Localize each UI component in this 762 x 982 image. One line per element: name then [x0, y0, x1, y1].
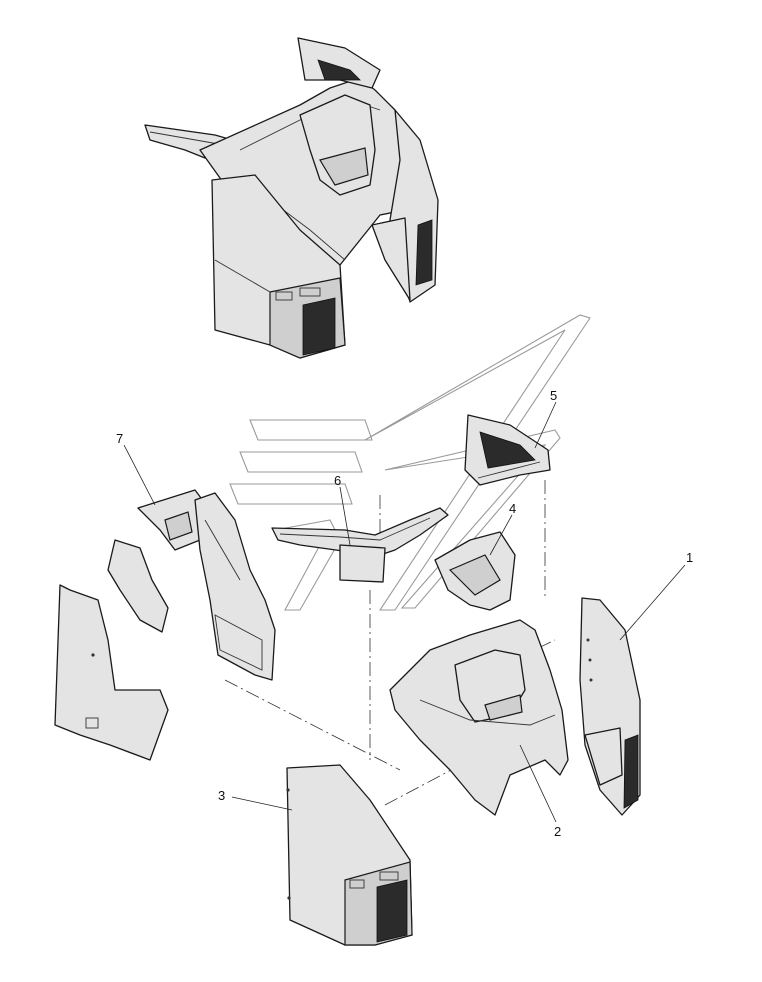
callout-leaders — [123, 401, 686, 823]
part-4-cover — [434, 531, 516, 611]
callout-7: 7 — [116, 431, 123, 446]
callout-1: 1 — [686, 550, 693, 565]
part-5-vent — [464, 414, 551, 486]
callout-4: 4 — [509, 501, 516, 516]
part-2-main-shroud — [389, 619, 569, 816]
callout-6: 6 — [334, 473, 341, 488]
part-3-base-box — [286, 764, 413, 946]
assembled-cab-housing — [144, 37, 439, 359]
part-7-left-panels — [54, 489, 276, 761]
callout-5: 5 — [550, 388, 557, 403]
callout-3: 3 — [218, 788, 225, 803]
callout-labels: 1 2 3 4 5 6 7 — [116, 388, 693, 839]
part-1-side-panel — [579, 597, 641, 816]
part-6-console-arm — [271, 507, 449, 583]
callout-2: 2 — [554, 824, 561, 839]
